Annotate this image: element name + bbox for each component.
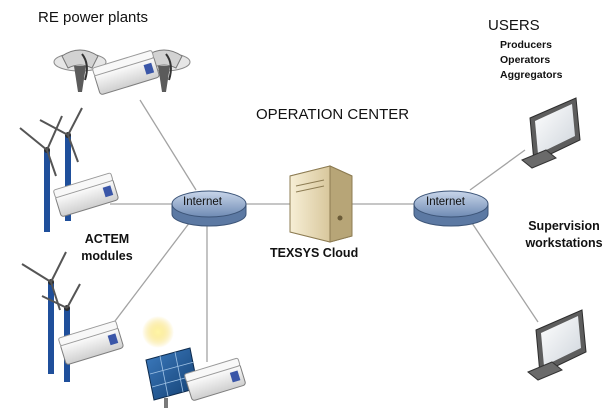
internet-router-right-icon bbox=[413, 190, 489, 227]
users-item-producers: Producers bbox=[500, 39, 552, 51]
actem-label-line1: ACTEM bbox=[84, 232, 130, 246]
actem-module-icon bbox=[92, 50, 160, 95]
workstation-monitor-icon bbox=[521, 97, 581, 169]
link-internet-to-top-monitor bbox=[469, 149, 526, 191]
supervision-workstations-label: Supervision workstations bbox=[518, 218, 610, 252]
actem-module-icon bbox=[184, 357, 246, 401]
hydro-turbine-icon bbox=[53, 49, 107, 92]
wind-turbine-icon bbox=[19, 115, 63, 232]
re-power-plants-title: RE power plants bbox=[38, 9, 149, 26]
users-item-operators: Operators bbox=[500, 54, 551, 66]
link-top-module-to-internet bbox=[139, 99, 197, 191]
actem-label-line2: modules bbox=[81, 249, 133, 263]
operation-center-title: OPERATION CENTER bbox=[256, 106, 410, 123]
internet-label-right: Internet bbox=[426, 196, 465, 208]
link-internet-to-bottom-monitor bbox=[469, 219, 539, 323]
wind-turbine-icon bbox=[39, 107, 83, 221]
supervision-label-line1: Supervision bbox=[528, 219, 600, 233]
sun-icon bbox=[142, 316, 174, 348]
solar-panel-icon bbox=[145, 347, 199, 408]
supervision-label-line2: workstations bbox=[525, 236, 603, 250]
wind-turbine-icon bbox=[21, 251, 67, 374]
users-title: USERS bbox=[488, 17, 540, 34]
actem-module-icon bbox=[53, 172, 119, 217]
connection-lines bbox=[110, 99, 539, 362]
server-icon bbox=[289, 165, 353, 243]
workstation-monitor-icon bbox=[527, 309, 587, 381]
users-list: Producers Operators Aggregators bbox=[500, 38, 562, 83]
internet-label-left: Internet bbox=[183, 196, 222, 208]
actem-modules-label: ACTEM modules bbox=[70, 231, 144, 265]
internet-router-left-icon bbox=[171, 190, 247, 227]
link-bottom-module-to-internet bbox=[111, 221, 191, 326]
texsys-cloud-label: TEXSYS Cloud bbox=[270, 246, 359, 260]
actem-module-icon bbox=[58, 320, 124, 365]
users-item-aggregators: Aggregators bbox=[500, 69, 563, 81]
